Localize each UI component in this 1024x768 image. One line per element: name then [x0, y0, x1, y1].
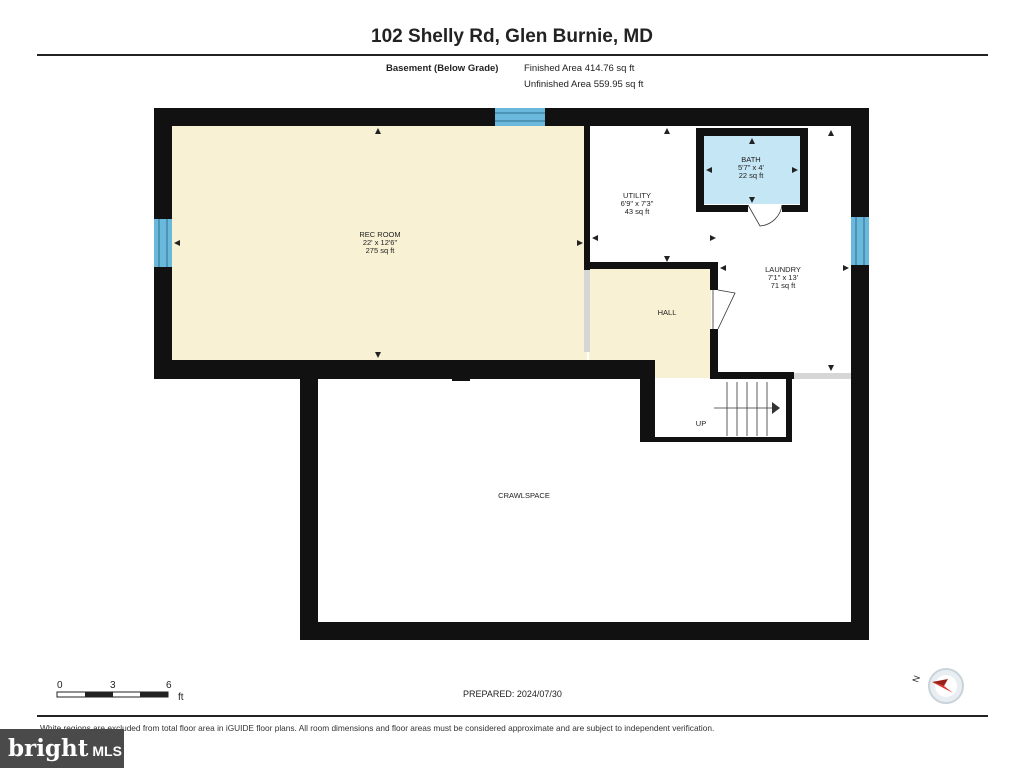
opening-laundry — [794, 373, 851, 379]
compass-north-letter: N — [910, 674, 922, 684]
bath-name: BATH — [741, 155, 760, 164]
compass-icon — [928, 668, 964, 704]
laundry-area: 71 sq ft — [771, 281, 797, 290]
hall-name: HALL — [658, 308, 677, 317]
rec-room-dims: 22' x 12'6" — [363, 238, 398, 247]
utility-dims: 6'9" x 7'3" — [621, 199, 654, 208]
utility-area: 43 sq ft — [625, 207, 651, 216]
scale-tick-6: 6 — [166, 680, 172, 691]
brand-mls: MLS — [92, 742, 122, 759]
laundry-dims: 7'1" x 13' — [768, 273, 799, 282]
plan-title: 102 Shelly Rd, Glen Burnie, MD — [371, 26, 653, 47]
footer-divider — [37, 715, 988, 717]
bright-mls-logo: bright MLS — [0, 729, 124, 768]
disclaimer-text: White regions are excluded from total fl… — [40, 723, 715, 733]
rec-room — [172, 126, 587, 360]
scale-bar — [56, 691, 169, 698]
laundry-name: LAUNDRY — [765, 265, 801, 274]
bath-room — [704, 136, 800, 204]
floor-label: Basement (Below Grade) — [386, 63, 499, 74]
bath-dims: 5'7" x 4' — [738, 163, 765, 172]
laundry-room — [716, 262, 851, 376]
windows — [154, 108, 869, 267]
rec-room-name: REC ROOM — [359, 230, 400, 239]
crawlspace-name: CRAWLSPACE — [498, 491, 550, 500]
utility-name: UTILITY — [623, 191, 651, 200]
brand-bright: bright — [8, 735, 89, 762]
bath-area: 22 sq ft — [739, 171, 765, 180]
scale-unit: ft — [178, 692, 184, 703]
scale-tick-3: 3 — [110, 680, 116, 691]
dimension-arrows — [174, 128, 849, 371]
prepared-date: PREPARED: 2024/07/30 — [463, 689, 562, 699]
unfinished-area-label: Unfinished Area 559.95 sq ft — [524, 79, 644, 90]
scale-tick-0: 0 — [57, 680, 63, 691]
rec-room-area: 275 sq ft — [366, 246, 396, 255]
header-divider — [37, 54, 988, 56]
stairs-up-label: UP — [696, 419, 706, 428]
opening-rec-hall — [584, 270, 590, 352]
finished-area-label: Finished Area 414.76 sq ft — [524, 63, 635, 74]
door-swings — [712, 204, 783, 330]
stairs — [714, 380, 786, 437]
